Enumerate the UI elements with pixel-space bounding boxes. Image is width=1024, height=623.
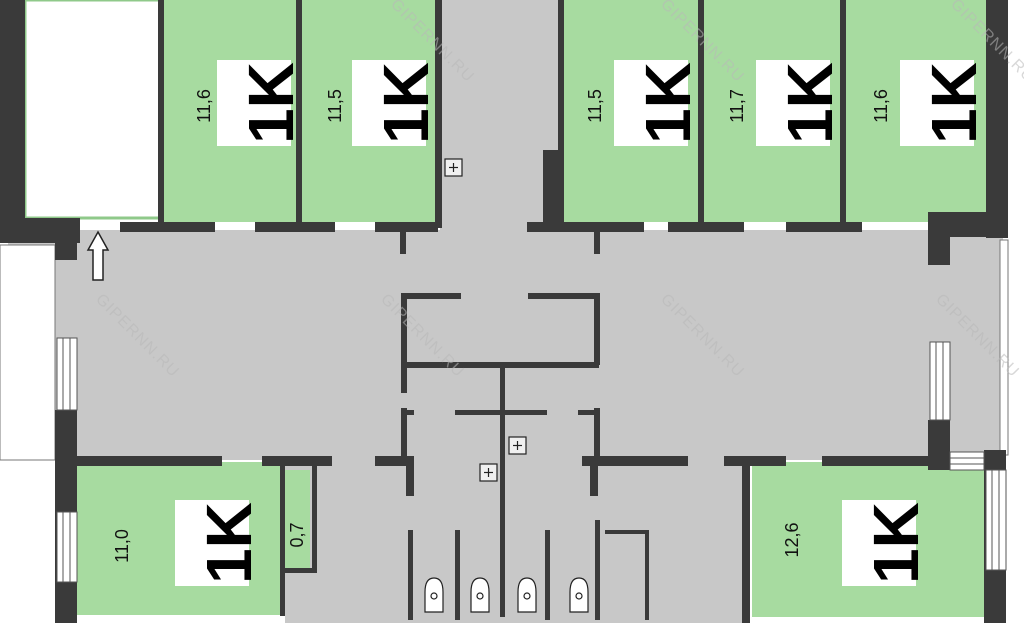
toilet-icon bbox=[517, 577, 537, 613]
toilet-icon bbox=[569, 577, 589, 613]
entrance-arrow-icon bbox=[86, 230, 110, 281]
room-type-label: 1K bbox=[370, 62, 442, 144]
room-area-label: 11,7 bbox=[727, 89, 747, 123]
drain-icon bbox=[479, 463, 498, 482]
balcony-left bbox=[0, 244, 56, 461]
toilet-icon bbox=[424, 577, 444, 613]
room-type-label: 1K bbox=[235, 62, 307, 144]
room-type-label: 1K bbox=[918, 62, 990, 144]
room-area-label: 11,5 bbox=[585, 89, 605, 123]
drain-icon bbox=[508, 436, 527, 455]
unlabeled-room bbox=[23, 0, 162, 220]
room-area-label: 12,6 bbox=[782, 522, 802, 557]
room-type-label: 1K bbox=[193, 502, 265, 584]
corridor-area bbox=[8, 0, 1003, 623]
windows bbox=[56, 337, 1007, 583]
room-area-label: 11,6 bbox=[194, 89, 214, 123]
toilet-icon bbox=[470, 577, 490, 613]
room-type-label: 1K bbox=[632, 62, 704, 144]
room-7 bbox=[284, 470, 310, 570]
room-area-label: 11,5 bbox=[325, 89, 345, 123]
drain-icon bbox=[444, 158, 463, 177]
room-area-label: 11,6 bbox=[871, 89, 891, 123]
room-area-label: 0,7 bbox=[287, 522, 307, 547]
room-type-label: 1K bbox=[860, 502, 932, 584]
label-boxes bbox=[175, 60, 974, 586]
room-type-label: 1K bbox=[774, 62, 846, 144]
room-area-label: 11,0 bbox=[112, 529, 132, 563]
